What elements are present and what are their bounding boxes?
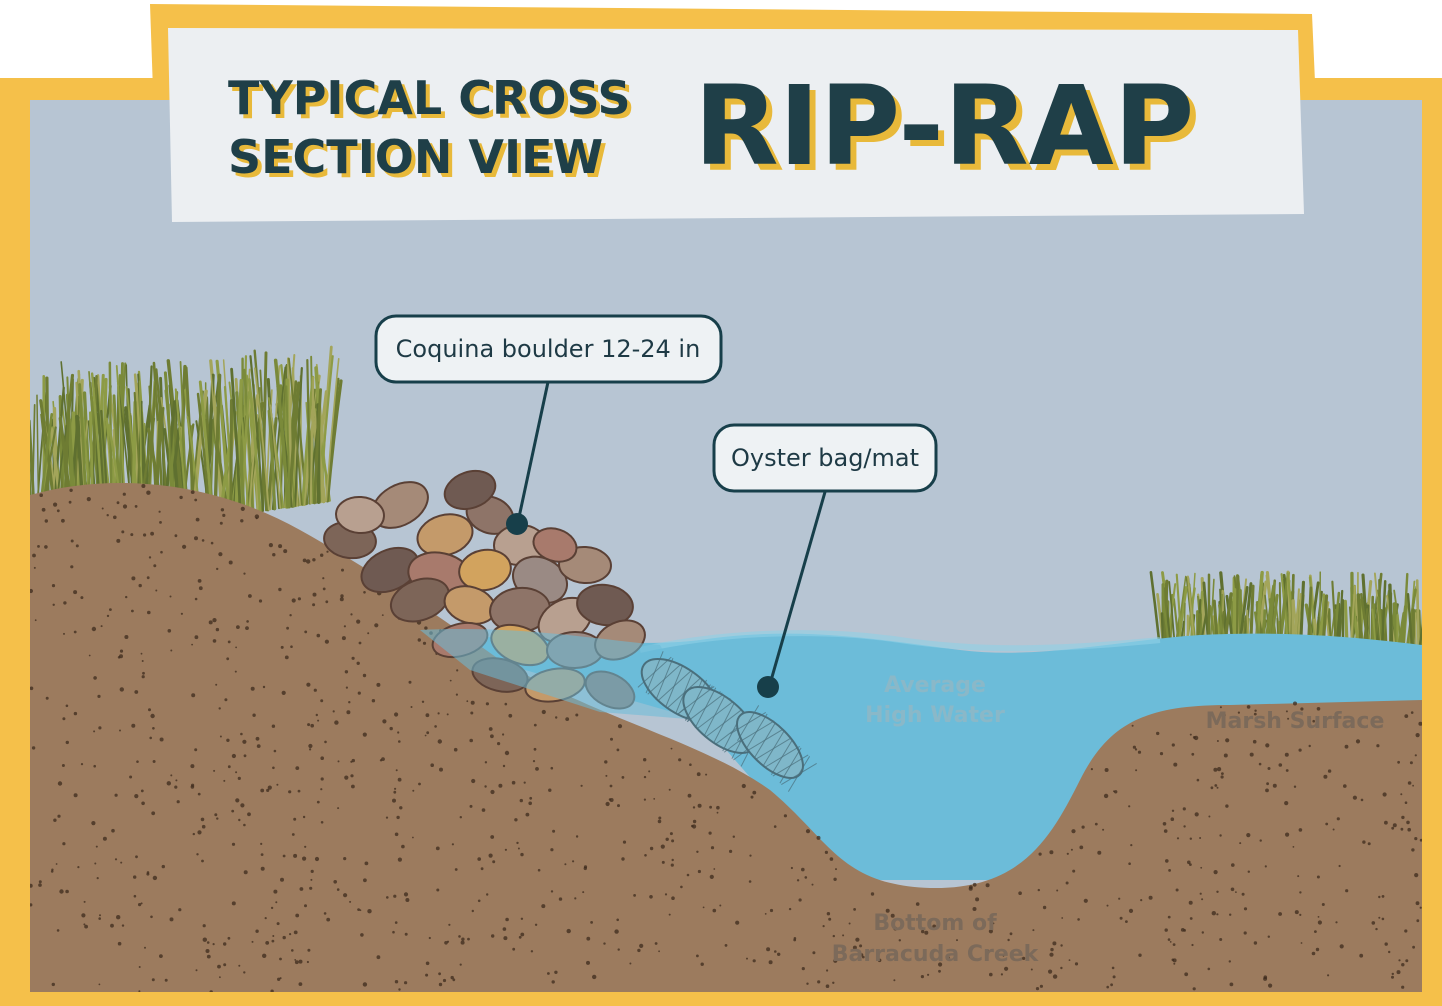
title-subtitle-line1: TYPICAL CROSS	[228, 71, 631, 125]
label-marsh-surface: Marsh Surface	[1206, 709, 1385, 734]
callout-oyster-leader	[768, 491, 827, 685]
label-bottom-line1: Bottom of	[873, 911, 997, 936]
coquina-boulders	[323, 469, 646, 710]
callout-oyster: Oyster bag/mat	[712, 423, 938, 698]
title-banner	[168, 28, 1304, 222]
oyster-bags	[637, 651, 817, 792]
callout-boulder-text: Coquina boulder 12-24 in	[396, 335, 701, 363]
label-high-water-line1: Average	[884, 673, 986, 698]
callout-boulder: Coquina boulder 12-24 in	[374, 314, 723, 535]
label-bottom-line2: Barracuda Creek	[832, 942, 1040, 967]
callout-boulder-dot	[506, 513, 528, 535]
label-high-water-line2: High Water	[865, 703, 1005, 728]
water-surface-highlight	[639, 630, 1161, 653]
title-subtitle: TYPICAL CROSS TYPICAL CROSS SECTION VIEW…	[228, 71, 635, 188]
title-subtitle-line1-shadow: TYPICAL CROSS	[232, 75, 635, 129]
callout-boulder-leader	[516, 381, 550, 523]
title-subtitle-line2: SECTION VIEW	[228, 130, 603, 184]
title-main-text: RIP-RAP	[694, 62, 1194, 190]
title-main: RIP-RAP RIP-RAP	[694, 62, 1200, 196]
title-subtitle-line2-shadow: SECTION VIEW	[232, 134, 607, 188]
soil-cross-section	[30, 482, 1422, 992]
callout-oyster-box	[712, 423, 938, 493]
submerged-water-overlay	[420, 628, 700, 720]
callout-oyster-text: Oyster bag/mat	[731, 444, 919, 472]
callout-oyster-dot	[757, 676, 779, 698]
callout-boulder-box	[374, 314, 723, 384]
title-main-shadow: RIP-RAP	[700, 68, 1200, 196]
soil-speckles	[30, 484, 1422, 992]
